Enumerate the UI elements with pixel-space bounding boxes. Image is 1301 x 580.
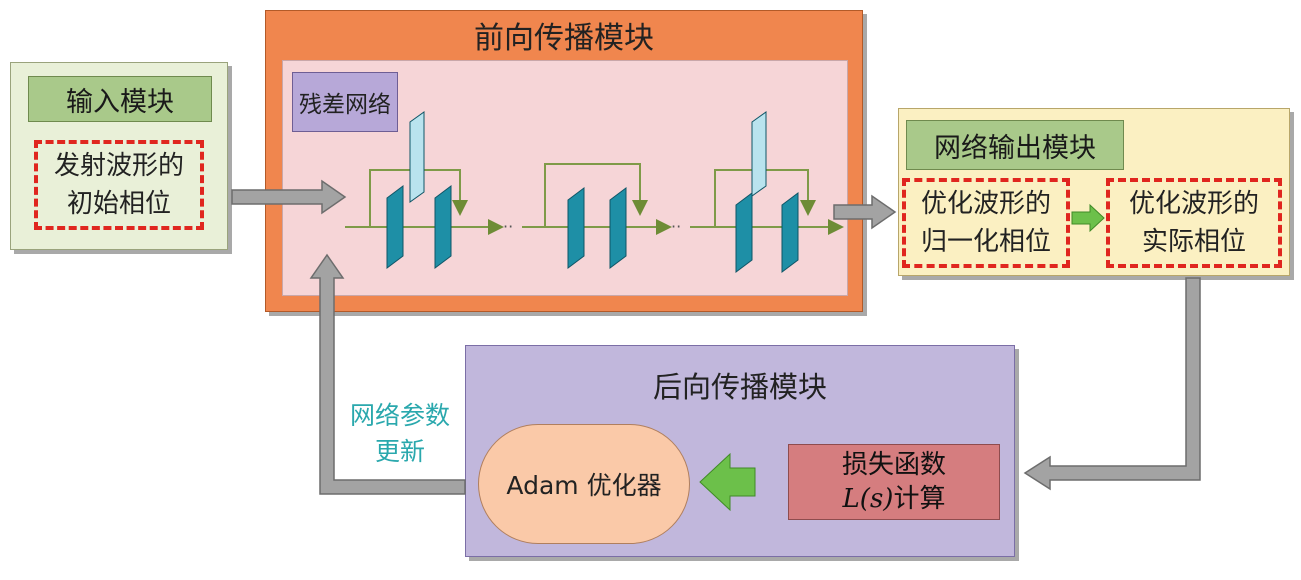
ellipsis-2: ·· [671, 217, 681, 236]
resnet-lines [345, 163, 844, 235]
loss-suffix: 计算 [893, 484, 946, 514]
initial-phase-box: 发射波形的 初始相位 [34, 140, 204, 230]
normalized-to-actual-arrow [1071, 203, 1105, 233]
green-arrows [699, 203, 1105, 512]
adam-optimizer: Adam 优化器 [478, 424, 690, 544]
layer-light-2 [751, 111, 767, 197]
forward-module-title: 前向传播模块 [474, 21, 654, 56]
forward-to-output-arrow [833, 194, 897, 230]
input-to-forward-arrow [231, 179, 347, 215]
output-module-title: 网络输出模块 [906, 120, 1124, 170]
output-to-loss-arrow [1023, 277, 1201, 491]
gray-arrows [231, 179, 1201, 495]
actual-phase-line2: 实际相位 [1141, 227, 1246, 257]
loss-function-box: 损失函数 L(s)计算 [788, 444, 1000, 520]
loss-formula: L(s) [842, 484, 894, 514]
layer-1 [386, 185, 404, 269]
adam-to-forward-arrow [309, 253, 466, 495]
actual-phase-box: 优化波形的 实际相位 [1106, 178, 1282, 268]
backward-module-title: 后向传播模块 [652, 370, 827, 404]
layer-4 [609, 187, 627, 269]
parameter-update-label: 网络参数 更新 [330, 396, 470, 472]
initial-phase-line2: 初始相位 [66, 189, 171, 219]
normalized-phase-line2: 归一化相位 [920, 227, 1051, 257]
input-module-title: 输入模块 [28, 76, 212, 122]
layer-light-1 [409, 111, 425, 203]
resnet-layers [386, 111, 799, 273]
normalized-phase-line1: 优化波形的 [920, 189, 1051, 219]
initial-phase-line1: 发射波形的 [53, 151, 184, 181]
loss-function-line2: L(s)计算 [843, 482, 946, 516]
parameter-update-line1: 网络参数 [349, 401, 450, 430]
ellipsis-1: ·· [503, 217, 513, 236]
resnet-label: 残差网络 [292, 72, 398, 132]
normalized-phase-box: 优化波形的 归一化相位 [902, 178, 1070, 268]
skip-connection-2 [544, 163, 648, 227]
layer-2 [434, 185, 452, 269]
loss-to-adam-arrow [699, 452, 756, 512]
loss-function-line1: 损失函数 [841, 450, 946, 480]
actual-phase-line1: 优化波形的 [1128, 189, 1259, 219]
layer-6 [781, 192, 799, 273]
parameter-update-line2: 更新 [374, 437, 425, 466]
layer-3 [567, 187, 585, 269]
layer-5 [735, 192, 753, 273]
